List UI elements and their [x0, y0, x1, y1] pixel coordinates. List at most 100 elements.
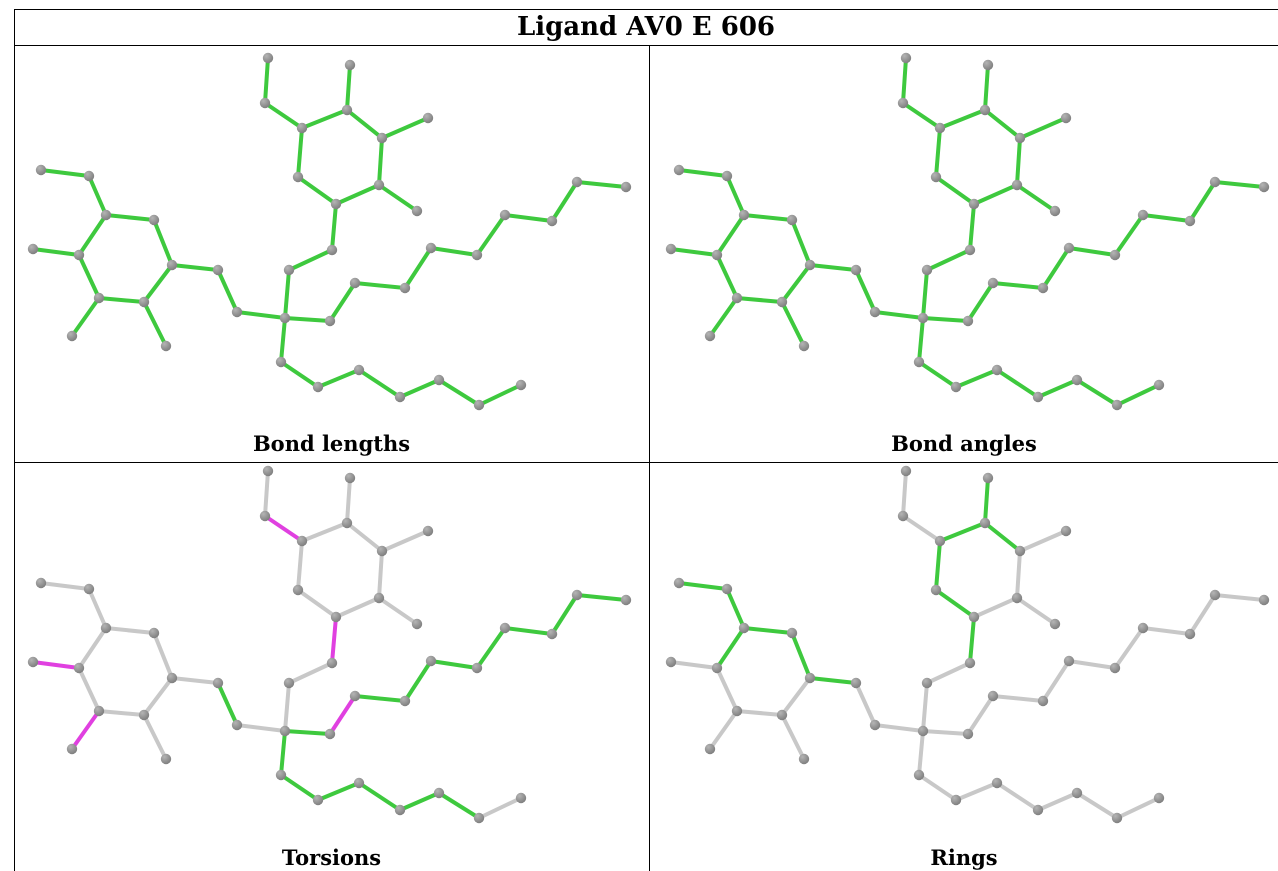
bond	[983, 63, 990, 112]
bond	[921, 268, 929, 320]
atom	[425, 655, 437, 667]
atom	[1109, 249, 1121, 261]
bond	[1015, 596, 1057, 626]
atom	[897, 97, 909, 109]
bond	[1213, 593, 1266, 602]
atom	[376, 545, 388, 557]
atom	[917, 312, 929, 324]
atom	[160, 753, 172, 765]
atom	[850, 264, 862, 276]
bond	[353, 694, 407, 703]
bond	[380, 529, 430, 553]
bond	[31, 247, 81, 257]
bond	[1041, 659, 1071, 703]
atom	[411, 205, 423, 217]
divider-vertical	[649, 45, 650, 871]
bond	[39, 581, 91, 591]
atom	[499, 622, 511, 634]
atom	[275, 356, 287, 368]
atom	[93, 705, 105, 717]
bond	[283, 681, 291, 733]
atom	[471, 249, 483, 261]
bond	[377, 596, 419, 626]
bond	[279, 729, 287, 777]
atom	[913, 356, 925, 368]
bond	[1141, 213, 1192, 223]
atom	[1049, 618, 1061, 630]
bond	[917, 729, 925, 777]
atom	[373, 592, 385, 604]
atom	[917, 725, 929, 737]
atom	[1063, 655, 1075, 667]
atom	[138, 296, 150, 308]
atom	[962, 315, 974, 327]
bond	[300, 108, 349, 130]
atom	[982, 59, 994, 71]
atom	[100, 209, 112, 221]
bond	[901, 514, 942, 543]
bond	[334, 183, 381, 206]
atom	[1209, 176, 1221, 188]
atom	[987, 277, 999, 289]
bond	[808, 263, 858, 272]
bond	[808, 676, 858, 685]
bond	[966, 281, 995, 323]
bond	[575, 593, 628, 602]
bond	[1018, 116, 1068, 140]
border-top	[14, 9, 1278, 10]
bond	[925, 661, 972, 685]
atom	[991, 364, 1003, 376]
atom	[296, 122, 308, 134]
atom	[934, 535, 946, 547]
bond	[475, 213, 507, 257]
bond	[1113, 626, 1145, 670]
bond	[345, 476, 352, 525]
atom	[66, 330, 78, 342]
atom	[100, 622, 112, 634]
bond	[142, 300, 168, 348]
atom	[1209, 589, 1221, 601]
atom	[394, 804, 406, 816]
bond	[954, 781, 999, 802]
atom	[399, 282, 411, 294]
atom	[991, 777, 1003, 789]
bond	[938, 521, 987, 543]
bond	[917, 773, 958, 802]
bond	[429, 246, 479, 257]
atom	[930, 584, 942, 596]
bond	[353, 281, 407, 290]
atom	[411, 618, 423, 630]
bond	[170, 263, 220, 272]
atom	[964, 657, 976, 669]
bond	[715, 213, 746, 257]
atom	[950, 794, 962, 806]
bond	[983, 521, 1022, 553]
bond	[715, 253, 739, 300]
atom	[711, 662, 723, 674]
atom	[1011, 592, 1023, 604]
atom	[394, 391, 406, 403]
bond	[725, 174, 746, 217]
atom	[324, 728, 336, 740]
bond	[31, 660, 81, 670]
bond	[1015, 136, 1022, 187]
bond	[1041, 246, 1071, 290]
bond	[995, 368, 1040, 399]
atom	[1153, 792, 1165, 804]
bond	[377, 183, 419, 213]
bond	[954, 368, 999, 389]
bond	[1113, 213, 1145, 257]
bond	[235, 723, 287, 733]
atom	[283, 264, 295, 276]
atom	[1037, 282, 1049, 294]
atom	[275, 769, 287, 781]
bond	[328, 281, 357, 323]
bond	[972, 183, 1019, 206]
bond	[921, 681, 929, 733]
atom	[711, 249, 723, 261]
bond	[677, 168, 729, 178]
atom	[1184, 215, 1196, 227]
bond	[316, 368, 361, 389]
bond	[216, 268, 239, 314]
atom	[987, 690, 999, 702]
